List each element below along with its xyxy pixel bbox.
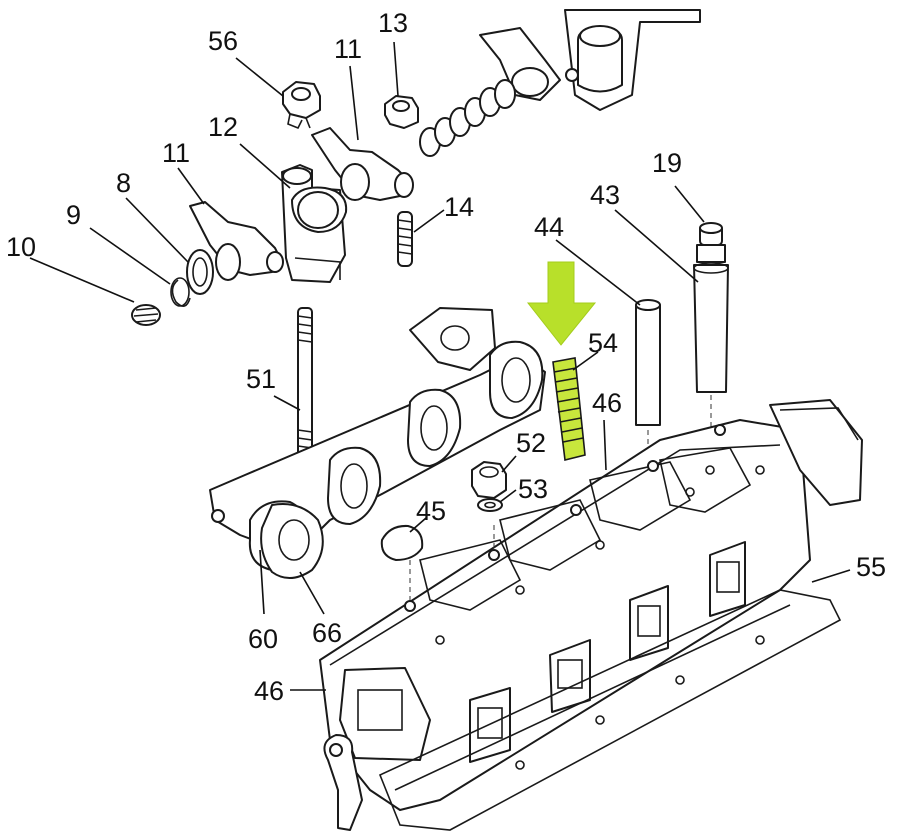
callout-labels: 56 13 11 12 11 8 9 10 14 19 43 44 54 46 …	[6, 8, 886, 706]
label-52: 52	[516, 428, 546, 458]
highlighted-stud-54	[526, 261, 597, 461]
label-60: 60	[248, 624, 278, 654]
injector-parts	[635, 222, 729, 500]
label-14: 14	[444, 192, 474, 222]
label-46-lower: 46	[254, 676, 284, 706]
label-54: 54	[588, 328, 618, 358]
label-46-upper: 46	[592, 388, 622, 418]
label-11-lower: 11	[162, 138, 190, 168]
label-45: 45	[416, 496, 446, 526]
nut-and-washer	[471, 461, 507, 512]
label-9: 9	[66, 200, 81, 230]
label-19: 19	[652, 148, 682, 178]
label-13: 13	[378, 8, 408, 38]
label-66: 66	[312, 618, 342, 648]
rocker-shaft-assembly	[131, 9, 701, 464]
label-56: 56	[208, 26, 238, 56]
label-43: 43	[590, 180, 620, 210]
leader-lines	[29, 41, 851, 691]
label-55: 55	[856, 552, 886, 582]
exhaust-manifold	[209, 307, 546, 579]
label-44: 44	[534, 212, 564, 242]
label-11-upper: 11	[334, 34, 362, 64]
label-51: 51	[246, 364, 276, 394]
label-12: 12	[208, 112, 238, 142]
highlight-arrow	[526, 261, 597, 346]
spring	[419, 79, 516, 157]
label-53: 53	[518, 474, 548, 504]
label-10: 10	[6, 232, 36, 262]
label-8: 8	[116, 168, 131, 198]
cylinder-head	[319, 399, 863, 831]
